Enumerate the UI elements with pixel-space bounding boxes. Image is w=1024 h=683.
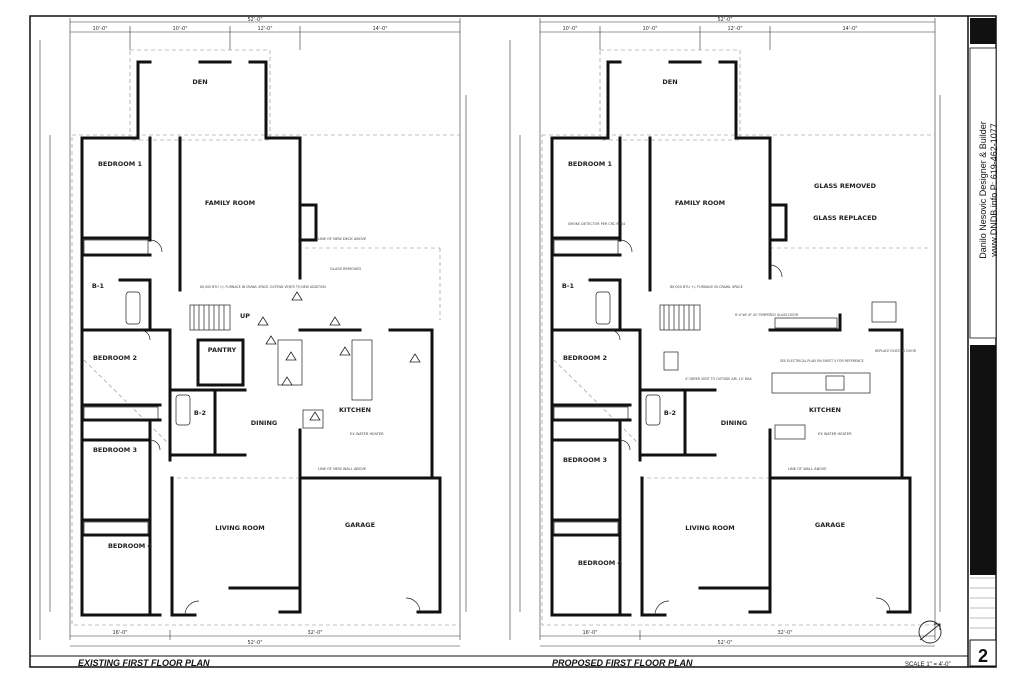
dim-top-1: 10'-0" [92,26,107,32]
existing-line-new-wall-note: LINE OF NEW WALL ABOVE [318,467,367,471]
existing-garage-label: GARAGE [345,521,375,529]
dim-bottom-2: 32'-0" [307,630,322,636]
existing-family-room-label: FAMILY ROOM [205,199,255,207]
north-arrow-icon [918,620,942,644]
proposed-bedroom2-label: BEDROOM 2 [563,354,607,362]
designer-name: Danilo Nesovic Designer & Builder [978,121,988,259]
designer-contact: www.DNDB.info P: 619-462-1077 [989,123,999,258]
existing-line-new-deck-note: LINE OF NEW DECK ABOVE [318,237,367,241]
proposed-family-room-label: FAMILY ROOM [675,199,725,207]
existing-up-label: UP [240,312,250,320]
electrical-note: SEE ELECTRICAL PLAN ON SHEET 5 FOR REFER… [780,359,864,363]
dim-top-3: 12'-0" [257,26,272,32]
existing-kitchen-label: KITCHEN [339,406,371,414]
p-dim-total-top: 52'-0" [717,17,732,23]
existing-water-heater-note: EX WATER HEATER [350,432,384,436]
dim-top-4: 14'-0" [372,26,387,32]
existing-furnace-note: 80,000 BTU +/- FURNACE IN CRAWL SPACE. E… [200,285,326,289]
proposed-bedroom1-label: BEDROOM 1 [568,160,613,168]
glass-replaced-heading: GLASS REPLACED [813,214,877,222]
p-dim-total-bottom: 52'-0" [717,640,732,646]
proposed-bedroom4-label: BEDROOM 4 [578,559,623,567]
proposed-bedroom3-label: BEDROOM 3 [563,456,607,464]
replace-door-note: REPLACE EXISTING DOOR [875,349,917,353]
proposed-dining-label: DINING [721,419,747,427]
smoke-detector-note: SMOKE DETECTOR PER CRC R314 [568,222,625,226]
existing-dining-label: DINING [251,419,277,427]
proposed-living-room-label: LIVING ROOM [685,524,735,532]
existing-floor-plan: 52'-0" 10'-0" 10'-0" 12'-0" 14'-0" 16'-0… [39,17,467,668]
existing-b1-label: B-1 [92,282,105,290]
title-block: Danilo Nesovic Designer & Builder www.DN… [969,18,999,667]
dryer-vent-note: 4" DRYER VENT TO OUTSIDE AIR, 14' MAX [685,377,753,381]
existing-bedroom1-label: BEDROOM 1 [98,160,143,168]
existing-b2-label: B-2 [194,409,206,417]
sheet-number: 2 [978,646,988,666]
dim-top-2: 10'-0" [172,26,187,32]
existing-den-label: DEN [192,78,207,86]
p-dim-top-3: 12'-0" [727,26,742,32]
proposed-line-wall-note: LINE OF WALL ABOVE [788,467,827,471]
p-dim-top-2: 10'-0" [642,26,657,32]
sheet-border [29,15,997,668]
proposed-furnace-note: 80,000 BTU +/- FURNACE IN CRAWL SPACE [670,285,743,289]
proposed-b2-label: B-2 [664,409,676,417]
p-dim-top-1: 10'-0" [562,26,577,32]
proposed-water-heater-note: EX WATER HEATER [818,432,852,436]
scale-note: SCALE 1" = 4'-0" [905,662,951,668]
existing-glass-removed-note: GLASS REMOVED [330,267,361,271]
existing-bedroom4-label: BEDROOM 4 [108,542,153,550]
existing-bedroom2-label: BEDROOM 2 [93,354,137,362]
dim-total-top: 52'-0" [247,17,262,23]
proposed-b1-label: B-1 [562,282,575,290]
dim-bottom-1: 16'-0" [112,630,127,636]
proposed-kitchen-label: KITCHEN [809,406,841,414]
p-dim-top-4: 14'-0" [842,26,857,32]
glass-removed-heading: GLASS REMOVED [814,182,877,190]
existing-living-room-label: LIVING ROOM [215,524,265,532]
proposed-garage-label: GARAGE [815,521,845,529]
proposed-plan-title: PROPOSED FIRST FLOOR PLAN [552,658,693,668]
existing-pantry-label: PANTRY [208,346,237,354]
p-dim-bottom-1: 16'-0" [582,630,597,636]
proposed-den-label: DEN [662,78,677,86]
proposed-floor-plan: 52'-0" 10'-0" 10'-0" 12'-0" 14'-0" 16'-0… [509,17,951,668]
p-dim-bottom-2: 32'-0" [777,630,792,636]
existing-plan-title: EXISTING FIRST FLOOR PLAN [78,658,210,668]
tempered-door-note: 6'-0"x6'-8" XO TEMPERED GLASS DOOR [735,313,799,317]
dim-total-bottom: 52'-0" [247,640,262,646]
existing-bedroom3-label: BEDROOM 3 [93,446,137,454]
